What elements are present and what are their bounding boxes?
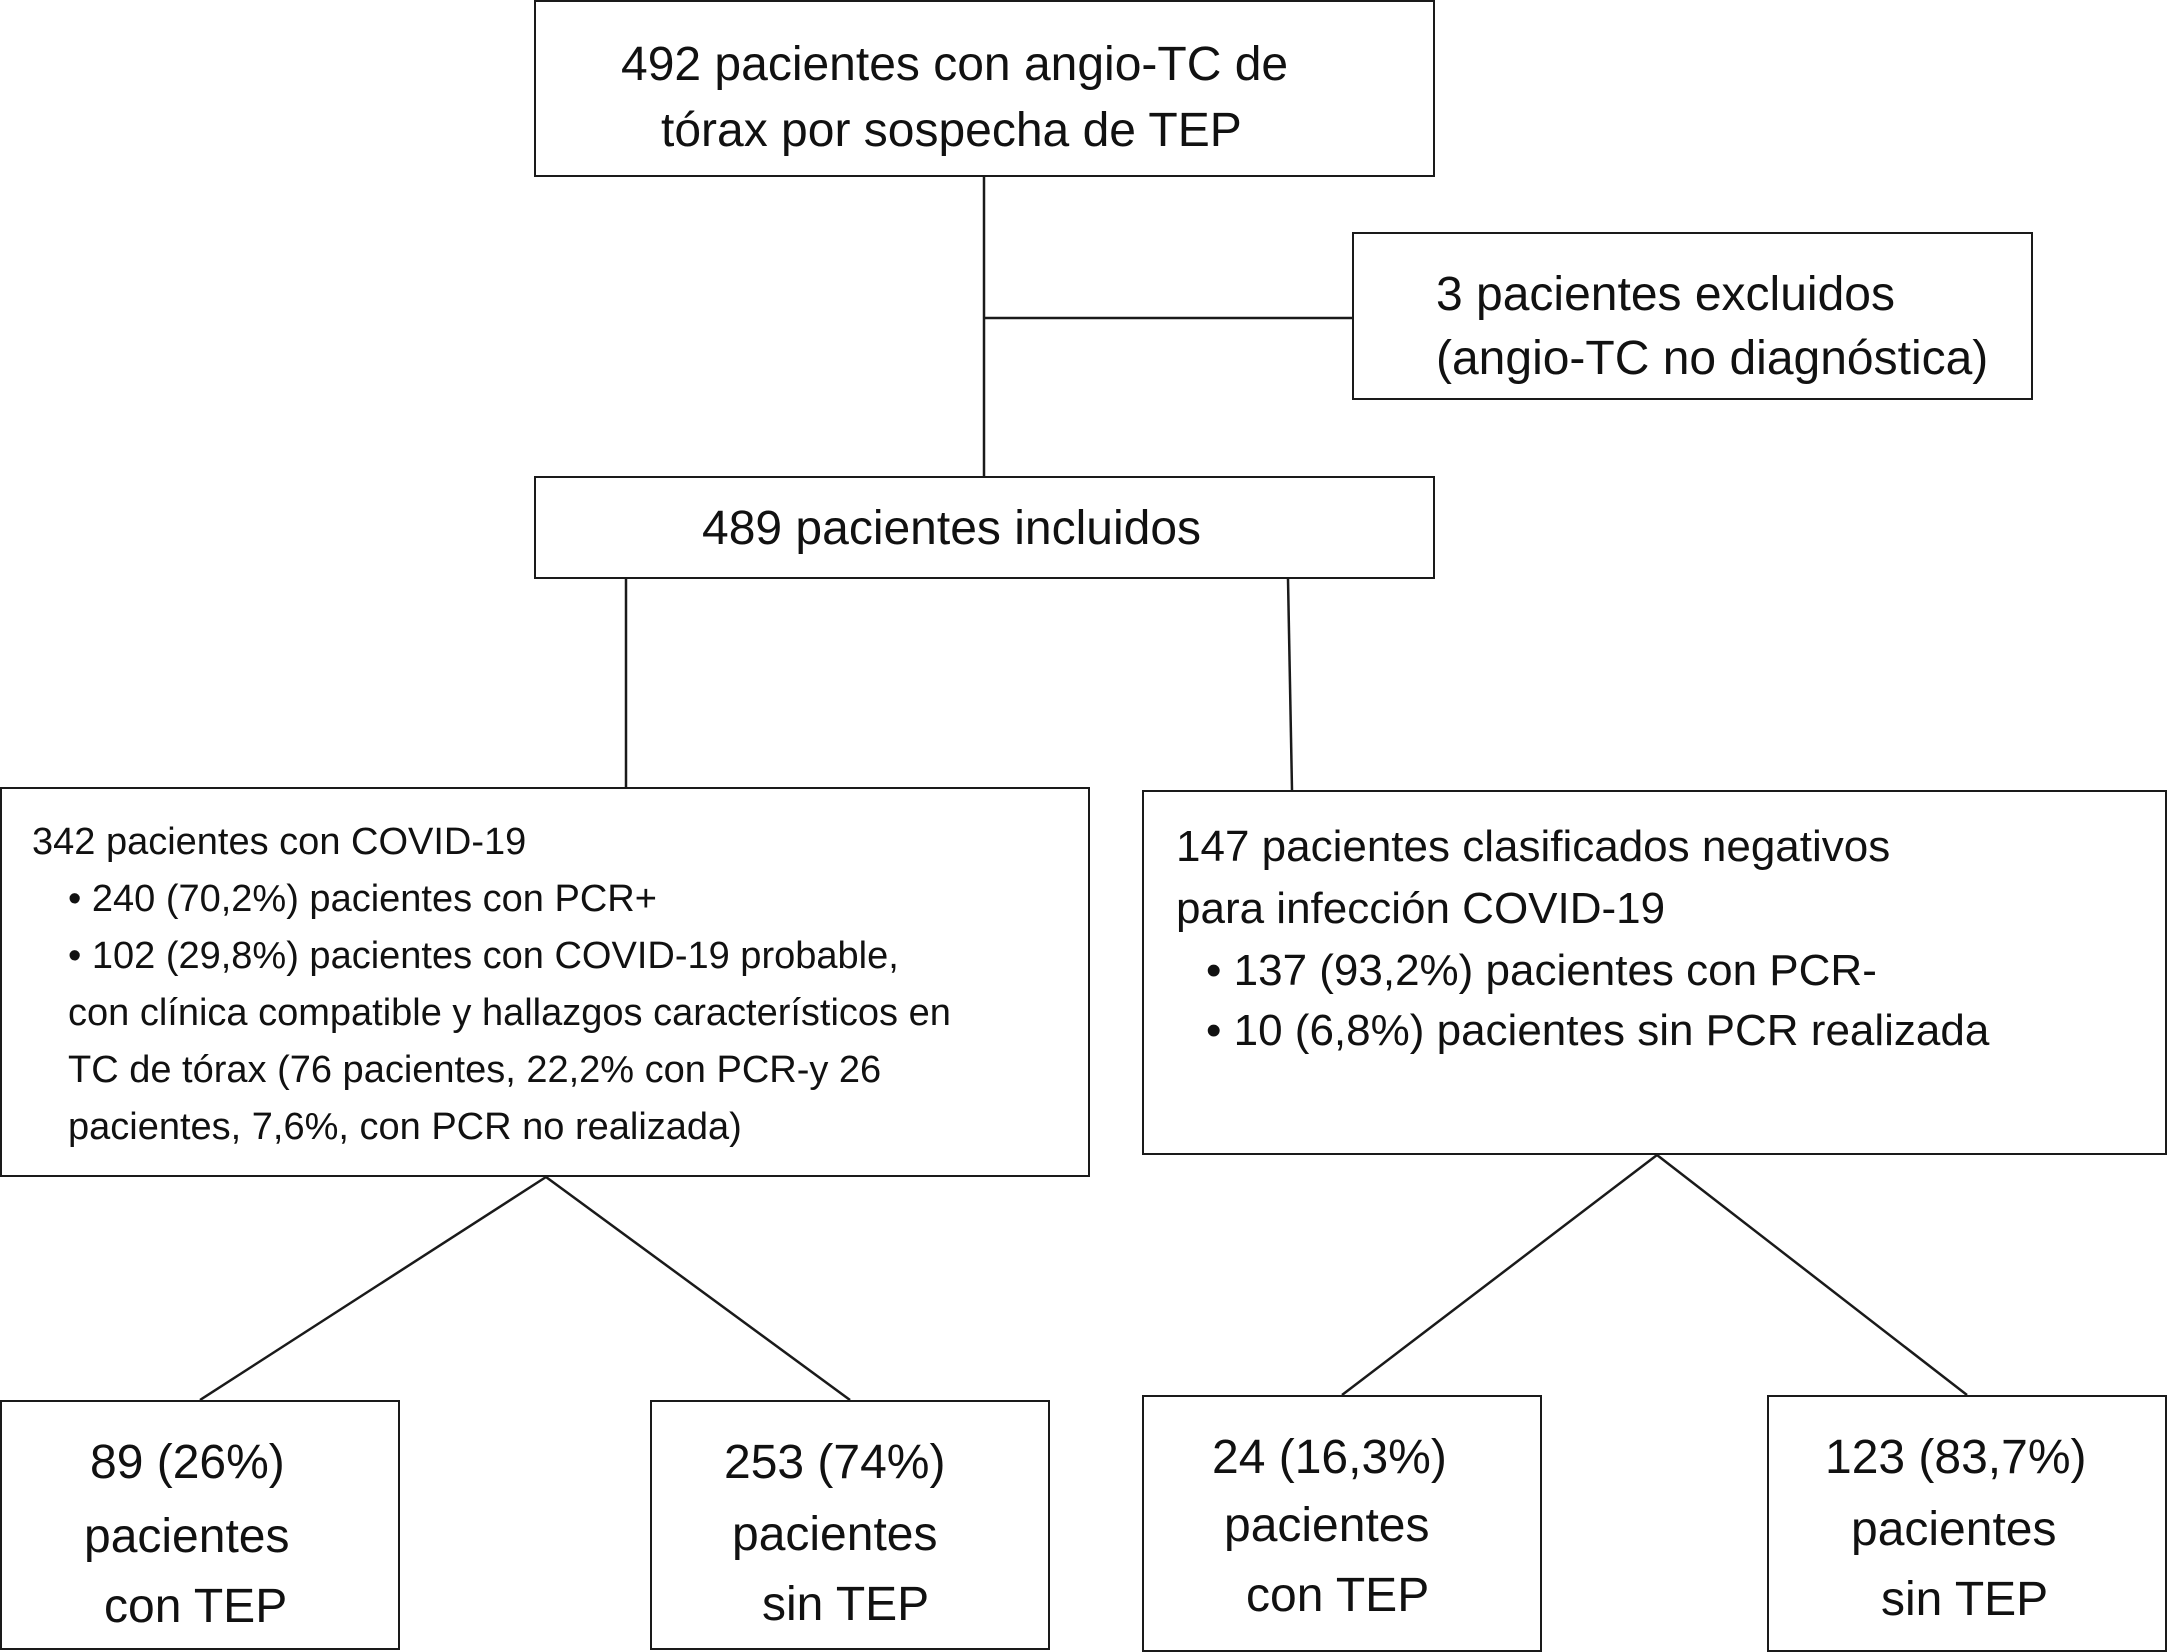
- leaf-count: 123 (83,7%): [1825, 1431, 2087, 1484]
- leaf-outcome: sin TEP: [1881, 1573, 2049, 1626]
- leaf-label: pacientes: [84, 1510, 290, 1563]
- included-patients-box: 489 pacientes incluidos: [534, 476, 1435, 579]
- covid-with-tep-box: 89 (26%) pacientes con TEP: [0, 1400, 400, 1650]
- leaf-label: pacientes: [1851, 1503, 2057, 1556]
- leaf-outcome: sin TEP: [762, 1578, 930, 1631]
- excluded-line2: (angio-TC no diagnóstica): [1436, 332, 1989, 385]
- negative-title-line1: 147 pacientes clasificados negativos: [1176, 822, 1891, 871]
- leaf-outcome: con TEP: [104, 1580, 288, 1633]
- connector-negative-to-leaf3: [1341, 1154, 1658, 1396]
- leaf-count: 253 (74%): [724, 1436, 946, 1489]
- initial-patients-box: 492 pacientes con angio-TC de tórax por …: [534, 0, 1435, 177]
- leaf-count: 24 (16,3%): [1212, 1431, 1447, 1484]
- negative-without-tep-box: 123 (83,7%) pacientes sin TEP: [1767, 1395, 2167, 1652]
- negative-bullet-no-pcr: • 10 (6,8%) pacientes sin PCR realizada: [1206, 1006, 1990, 1055]
- negative-bullet-pcr-negative: • 137 (93,2%) pacientes con PCR-: [1206, 946, 1877, 995]
- negative-with-tep-box: 24 (16,3%) pacientes con TEP: [1142, 1395, 1542, 1652]
- leaf-outcome: con TEP: [1246, 1569, 1430, 1622]
- connector-covid-to-leaf2: [545, 1175, 851, 1402]
- covid-bullet-probable-line1: • 102 (29,8%) pacientes con COVID-19 pro…: [68, 935, 899, 977]
- connector-negative-to-leaf4: [1656, 1154, 1968, 1396]
- excluded-line1: 3 pacientes excluidos: [1436, 268, 1895, 321]
- covid-title: 342 pacientes con COVID-19: [32, 821, 527, 863]
- covid-bullet-probable-line3: TC de tórax (76 pacientes, 22,2% con PCR…: [68, 1049, 882, 1091]
- covid-bullet-pcr-positive: • 240 (70,2%) pacientes con PCR+: [68, 878, 657, 920]
- covid-patients-box: 342 pacientes con COVID-19 • 240 (70,2%)…: [0, 787, 1090, 1177]
- covid-bullet-probable-line2: con clínica compatible y hallazgos carac…: [68, 992, 951, 1034]
- leaf-count: 89 (26%): [90, 1436, 285, 1489]
- initial-patients-line2: tórax por sospecha de TEP: [661, 104, 1242, 157]
- negative-title-line2: para infección COVID-19: [1176, 884, 1666, 933]
- covid-without-tep-box: 253 (74%) pacientes sin TEP: [650, 1400, 1050, 1650]
- connector-covid-to-leaf1: [199, 1175, 547, 1402]
- initial-patients-line1: 492 pacientes con angio-TC de: [621, 38, 1289, 91]
- leaf-label: pacientes: [1224, 1499, 1430, 1552]
- covid-bullet-probable-line4: pacientes, 7,6%, con PCR no realizada): [68, 1106, 742, 1148]
- negative-patients-box: 147 pacientes clasificados negativos par…: [1142, 790, 2167, 1155]
- included-text: 489 pacientes incluidos: [702, 502, 1202, 555]
- leaf-label: pacientes: [732, 1508, 938, 1561]
- excluded-patients-box: 3 pacientes excluidos (angio-TC no diagn…: [1352, 232, 2033, 400]
- connector-included-to-negative: [1286, 578, 1294, 791]
